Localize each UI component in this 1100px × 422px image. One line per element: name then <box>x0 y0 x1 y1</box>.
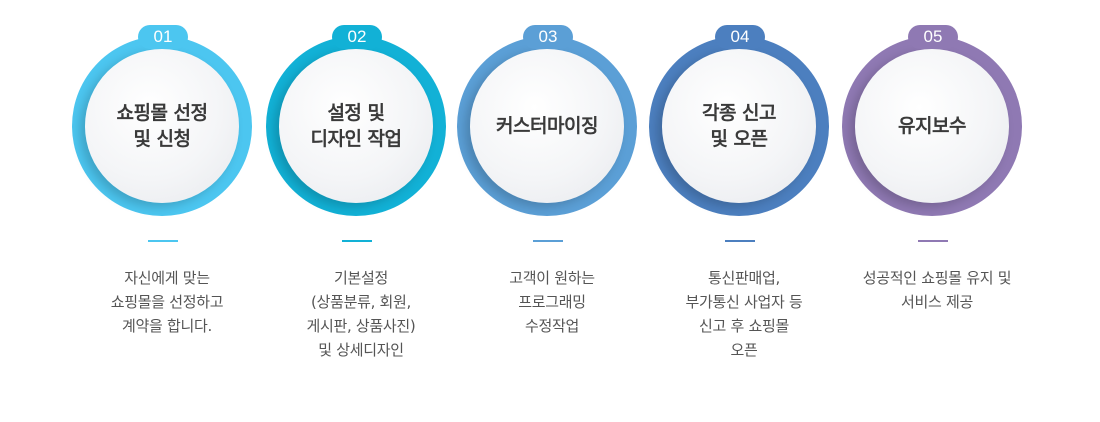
step-5-number-badge: 05 <box>908 25 958 49</box>
step-4-description: 통신판매업, 부가통신 사업자 등 신고 후 쇼핑몰 오픈 <box>685 269 803 359</box>
step-5: 유지보수 05 성공적인 쇼핑몰 유지 및 서비스 제공 <box>842 0 1032 422</box>
step-4-number-badge: 04 <box>715 25 765 49</box>
step-1-divider <box>148 240 178 242</box>
step-2-number-badge: 02 <box>332 25 382 49</box>
step-3-ring: 커스터마이징 <box>457 36 637 216</box>
step-2-divider <box>342 240 372 242</box>
step-2-circle: 설정 및 디자인 작업 <box>279 49 433 203</box>
step-1-title: 쇼핑몰 선정 및 신청 <box>116 102 208 150</box>
step-2-ring: 설정 및 디자인 작업 <box>266 36 446 216</box>
step-3-circle: 커스터마이징 <box>470 49 624 203</box>
step-1: 쇼핑몰 선정 및 신청 01 자신에게 맞는 쇼핑몰을 선정하고 계약을 합니다… <box>72 0 262 422</box>
step-1-description: 자신에게 맞는 쇼핑몰을 선정하고 계약을 합니다. <box>110 269 224 335</box>
step-4-ring: 각종 신고 및 오픈 <box>649 36 829 216</box>
step-1-number-badge: 01 <box>138 25 188 49</box>
step-5-divider <box>918 240 948 242</box>
step-3-description: 고객이 원하는 프로그래밍 수정작업 <box>509 269 595 335</box>
step-3-divider <box>533 240 563 242</box>
step-5-ring: 유지보수 <box>842 36 1022 216</box>
step-3: 커스터마이징 03 고객이 원하는 프로그래밍 수정작업 <box>457 0 647 422</box>
step-5-title: 유지보수 <box>898 115 966 137</box>
step-5-circle: 유지보수 <box>855 49 1009 203</box>
step-3-number-badge: 03 <box>523 25 573 49</box>
step-3-title: 커스터마이징 <box>496 115 598 137</box>
step-2-title: 설정 및 디자인 작업 <box>310 102 402 150</box>
step-4-circle: 각종 신고 및 오픈 <box>662 49 816 203</box>
step-1-circle: 쇼핑몰 선정 및 신청 <box>85 49 239 203</box>
step-4: 각종 신고 및 오픈 04 통신판매업, 부가통신 사업자 등 신고 후 쇼핑몰… <box>649 0 839 422</box>
step-1-ring: 쇼핑몰 선정 및 신청 <box>72 36 252 216</box>
step-2-description: 기본설정 (상품분류, 회원, 게시판, 상품사진) 및 상세디자인 <box>306 269 416 359</box>
step-5-description: 성공적인 쇼핑몰 유지 및 서비스 제공 <box>862 269 1012 311</box>
step-4-divider <box>725 240 755 242</box>
step-2: 설정 및 디자인 작업 02 기본설정 (상품분류, 회원, 게시판, 상품사진… <box>266 0 456 422</box>
step-4-title: 각종 신고 및 오픈 <box>701 102 777 150</box>
